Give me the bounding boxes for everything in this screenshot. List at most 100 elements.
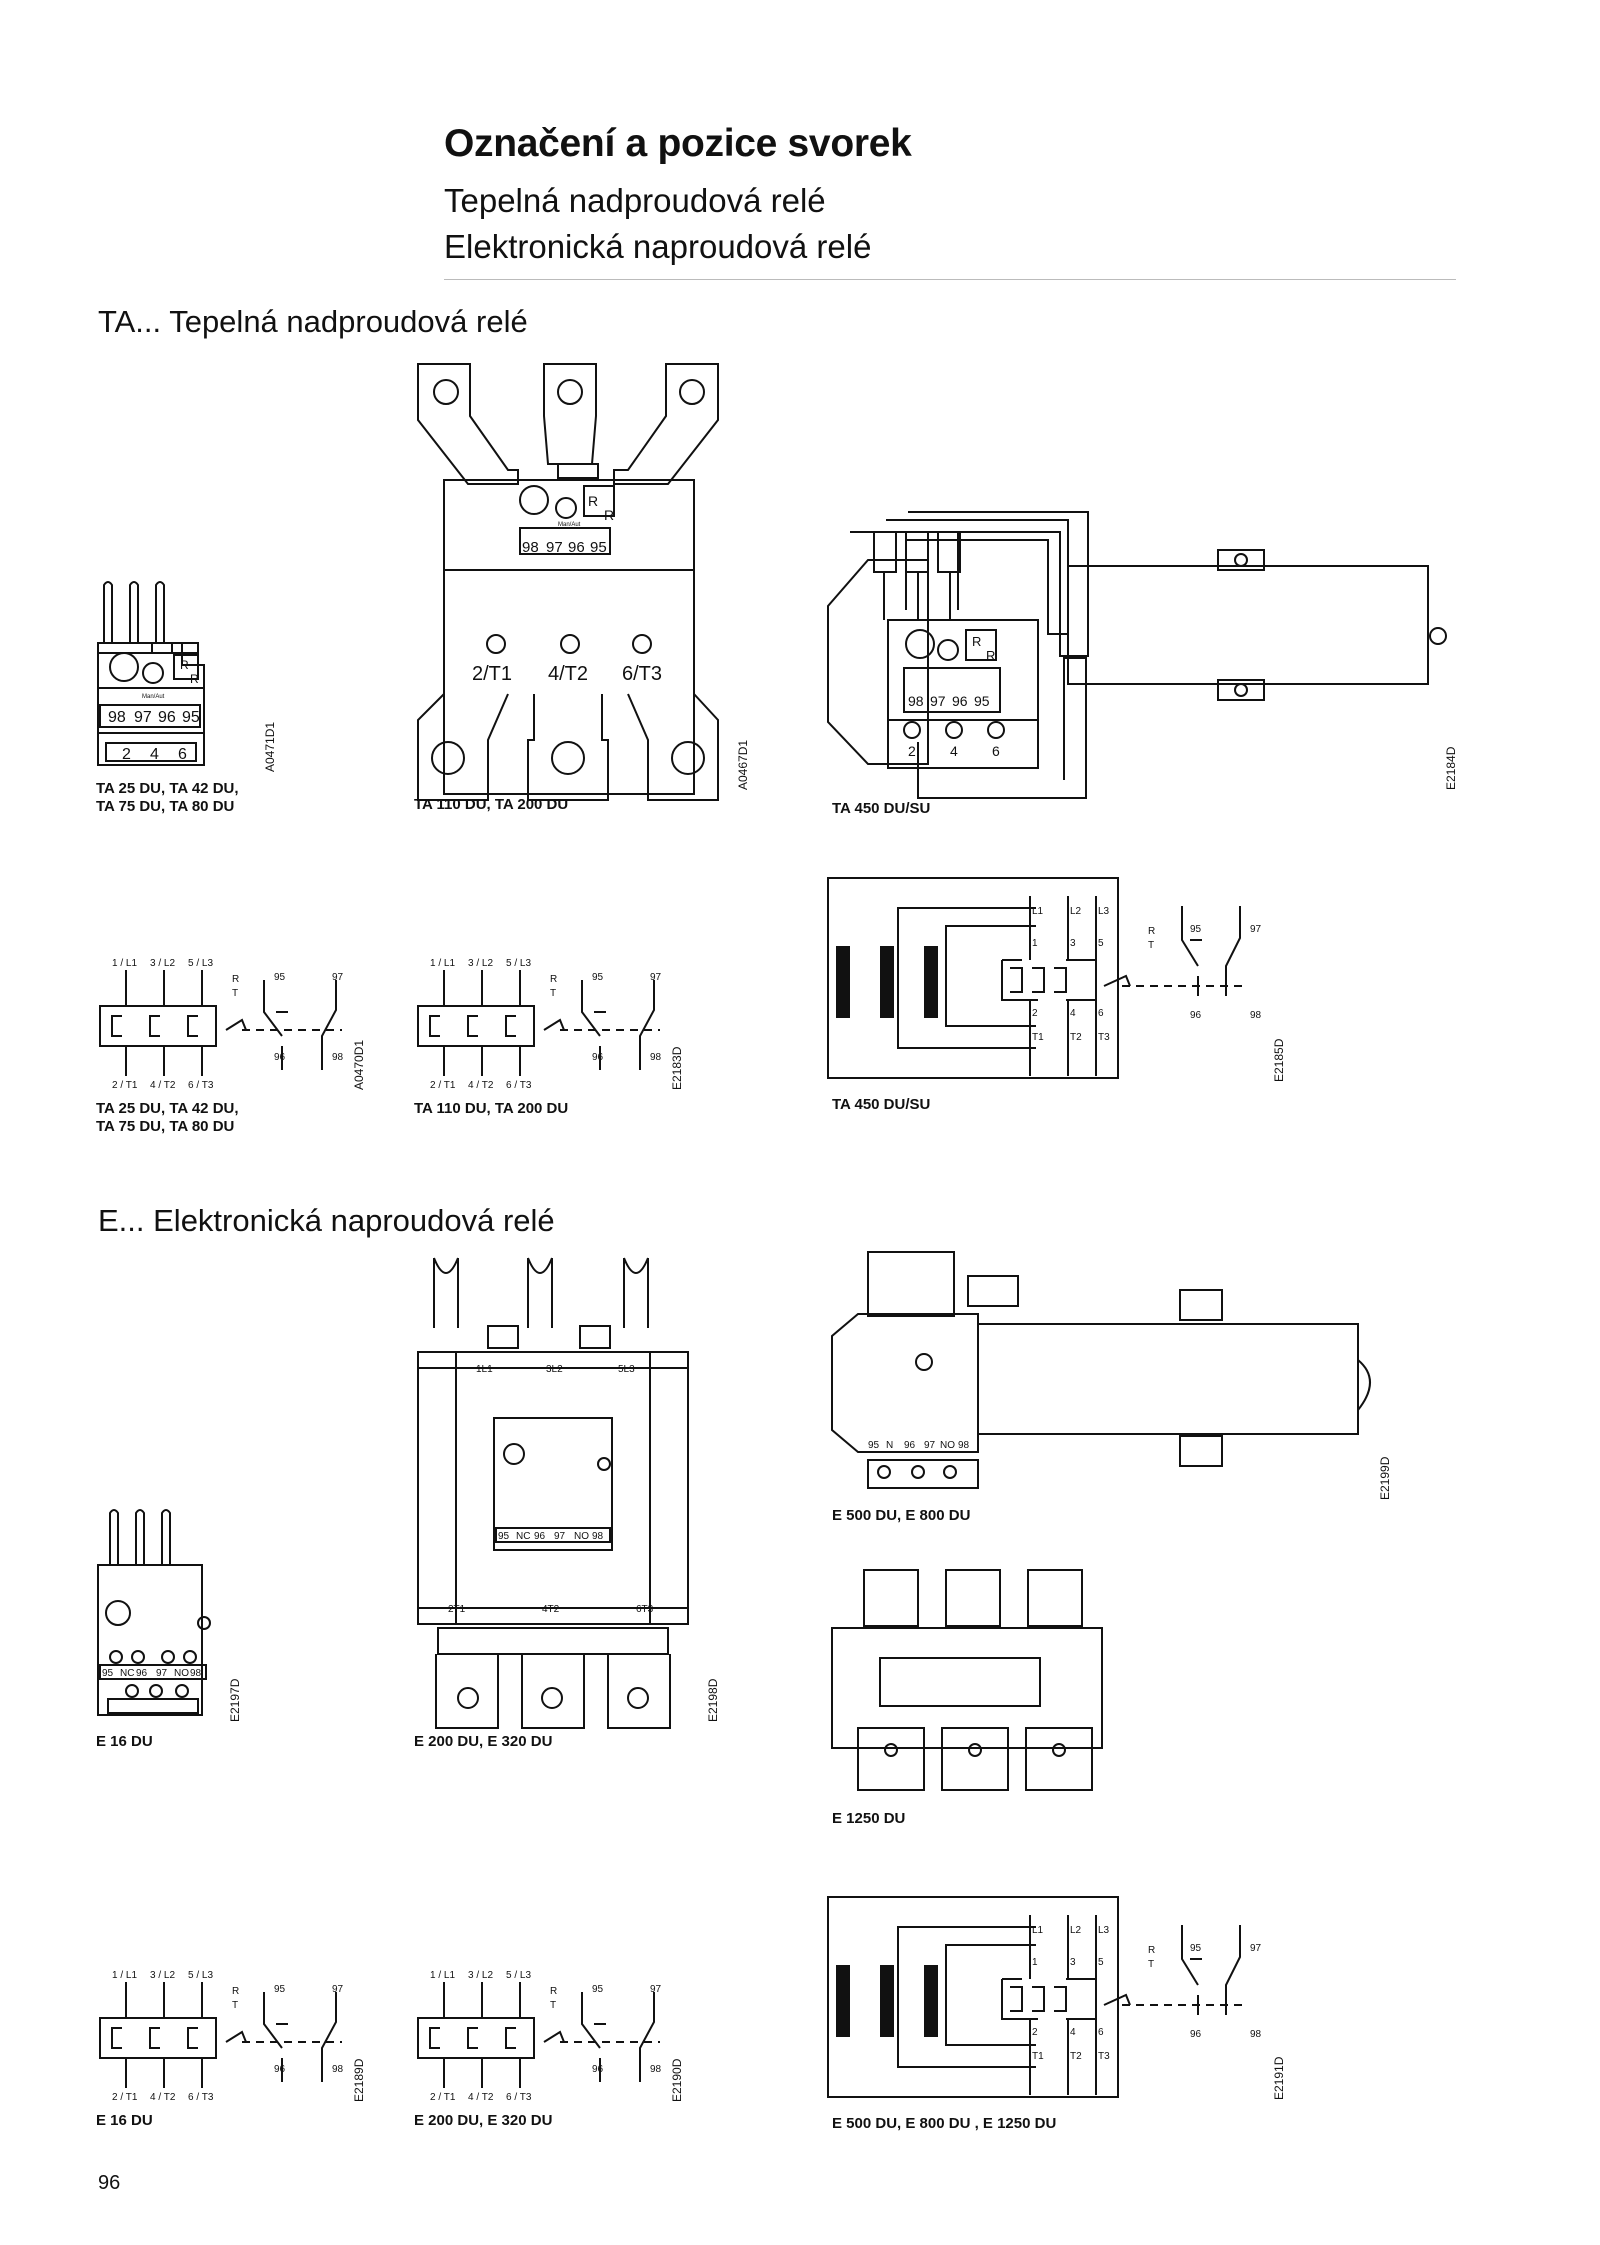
svg-text:98: 98 — [108, 709, 126, 726]
svg-text:98: 98 — [650, 1052, 662, 1063]
svg-text:2/T1: 2/T1 — [472, 663, 512, 685]
svg-text:95: 95 — [274, 972, 286, 983]
e200-relay-drawing: 1L1 3L2 5L3 2T1 4T2 6T3 95 NC 96 97 NO 9… — [417, 1257, 689, 1729]
svg-text:Man/Aut: Man/Aut — [558, 522, 581, 528]
svg-text:95: 95 — [274, 1984, 286, 1995]
svg-text:96: 96 — [136, 1668, 148, 1679]
svg-text:4T2: 4T2 — [542, 1604, 560, 1615]
svg-text:3: 3 — [1070, 938, 1076, 949]
svg-text:1L1: 1L1 — [476, 1364, 493, 1375]
svg-text:R: R — [232, 1986, 239, 1997]
svg-text:4/T2: 4/T2 — [548, 663, 588, 685]
page-subtitle-thermal: Tepelná nadproudová relé — [444, 182, 826, 219]
svg-text:98: 98 — [332, 2064, 344, 2075]
svg-text:3: 3 — [1070, 1957, 1076, 1968]
svg-text:R: R — [972, 634, 981, 649]
svg-text:N: N — [886, 1440, 893, 1451]
svg-text:2: 2 — [1032, 2027, 1038, 2038]
ta110-drawing-code: A0467D1 — [736, 739, 750, 790]
svg-text:98: 98 — [332, 1052, 344, 1063]
svg-text:95: 95 — [1190, 1943, 1202, 1954]
svg-text:1 / L1: 1 / L1 — [430, 1970, 455, 1981]
svg-text:R: R — [550, 974, 557, 985]
ta450-relay-drawing: R R 98 97 96 95 2 4 6 — [827, 511, 1447, 799]
svg-text:98: 98 — [650, 2064, 662, 2075]
svg-text:6: 6 — [178, 746, 187, 763]
e200-wiring-schematic: 1 / L1 3 / L2 5 / L3 2 / T1 4 / T2 6 / T… — [417, 1970, 662, 2103]
e500-drawing-caption: E 500 DU, E 800 DU — [832, 1507, 971, 1524]
ta110-schematic-caption: TA 110 DU, TA 200 DU — [414, 1100, 569, 1117]
ta450-drawing-caption: TA 450 DU/SU — [832, 800, 931, 817]
e1250-relay-drawing — [831, 1569, 1103, 1791]
svg-text:6T3: 6T3 — [636, 1604, 654, 1615]
svg-text:4 / T2: 4 / T2 — [468, 1080, 494, 1091]
svg-text:R: R — [232, 974, 239, 985]
svg-text:95: 95 — [102, 1668, 114, 1679]
svg-text:1 / L1: 1 / L1 — [112, 958, 137, 969]
svg-text:R: R — [1148, 926, 1155, 937]
svg-text:R: R — [986, 648, 995, 663]
svg-text:2 / T1: 2 / T1 — [112, 1080, 138, 1091]
svg-text:95: 95 — [592, 972, 604, 983]
e500-schematic-code: E2191D — [1272, 2056, 1286, 2100]
ta110-relay-drawing: R R Man/Aut 98 97 96 95 2/T1 4/T2 6/T3 — [417, 363, 719, 801]
svg-text:2: 2 — [122, 746, 131, 763]
svg-text:97: 97 — [650, 972, 662, 983]
svg-text:4 / T2: 4 / T2 — [150, 1080, 176, 1091]
svg-text:98: 98 — [1250, 1010, 1262, 1021]
ta110-drawing-caption: TA 110 DU, TA 200 DU — [414, 796, 569, 813]
e1250-drawing-caption: E 1250 DU — [832, 1810, 906, 1827]
svg-text:96: 96 — [592, 1052, 604, 1063]
ta25-relay-drawing: R R Man/Aut 98 97 96 95 2 4 6 — [97, 581, 205, 766]
svg-text:1: 1 — [1032, 938, 1038, 949]
header-divider — [444, 279, 1456, 280]
svg-text:6/T3: 6/T3 — [622, 663, 662, 685]
svg-text:98: 98 — [190, 1668, 202, 1679]
svg-text:5 / L3: 5 / L3 — [188, 1970, 213, 1981]
svg-text:R: R — [190, 672, 199, 686]
svg-text:98: 98 — [1250, 2029, 1262, 2040]
svg-text:L3: L3 — [1098, 1925, 1110, 1936]
svg-text:3 / L2: 3 / L2 — [468, 1970, 493, 1981]
svg-text:5 / L3: 5 / L3 — [506, 958, 531, 969]
svg-text:4: 4 — [1070, 1008, 1076, 1019]
svg-text:T: T — [232, 988, 238, 999]
svg-text:4: 4 — [1070, 2027, 1076, 2038]
svg-text:95: 95 — [182, 709, 200, 726]
svg-text:5: 5 — [1098, 1957, 1104, 1968]
svg-text:6 / T3: 6 / T3 — [188, 1080, 214, 1091]
ta110-schematic-code: E2183D — [670, 1046, 684, 1090]
svg-text:98: 98 — [592, 1531, 604, 1542]
svg-text:5 / L3: 5 / L3 — [506, 1970, 531, 1981]
section-ta-heading: TA... Tepelná nadproudová relé — [98, 304, 528, 339]
e200-schematic-code: E2190D — [670, 2058, 684, 2102]
svg-text:96: 96 — [568, 539, 585, 556]
svg-text:R: R — [588, 493, 598, 509]
ta450-schematic-caption: TA 450 DU/SU — [832, 1096, 931, 1113]
svg-text:1 / L1: 1 / L1 — [430, 958, 455, 969]
svg-text:L2: L2 — [1070, 1925, 1082, 1936]
svg-text:T: T — [550, 2000, 556, 2011]
svg-text:2: 2 — [908, 743, 916, 759]
svg-text:NO: NO — [940, 1440, 955, 1451]
ta25-schematic-code: A0470D1 — [352, 1039, 366, 1090]
svg-text:NC: NC — [120, 1668, 134, 1679]
svg-text:97: 97 — [930, 693, 946, 709]
svg-text:98: 98 — [522, 539, 539, 556]
e200-schematic-caption: E 200 DU, E 320 DU — [414, 2112, 553, 2129]
page-number: 96 — [98, 2172, 121, 2194]
svg-text:R: R — [604, 507, 614, 523]
svg-text:5L3: 5L3 — [618, 1364, 635, 1375]
svg-text:L2: L2 — [1070, 906, 1082, 917]
svg-text:98: 98 — [908, 693, 924, 709]
svg-text:97: 97 — [156, 1668, 168, 1679]
svg-text:97: 97 — [134, 709, 152, 726]
svg-text:5 / L3: 5 / L3 — [188, 958, 213, 969]
page-title: Označení a pozice svorek — [444, 122, 912, 165]
svg-text:T: T — [232, 2000, 238, 2011]
svg-text:96: 96 — [534, 1531, 546, 1542]
e16-drawing-code: E2197D — [228, 1678, 242, 1722]
svg-text:97: 97 — [1250, 924, 1262, 935]
svg-text:6 / T3: 6 / T3 — [506, 1080, 532, 1091]
svg-text:96: 96 — [274, 1052, 286, 1063]
